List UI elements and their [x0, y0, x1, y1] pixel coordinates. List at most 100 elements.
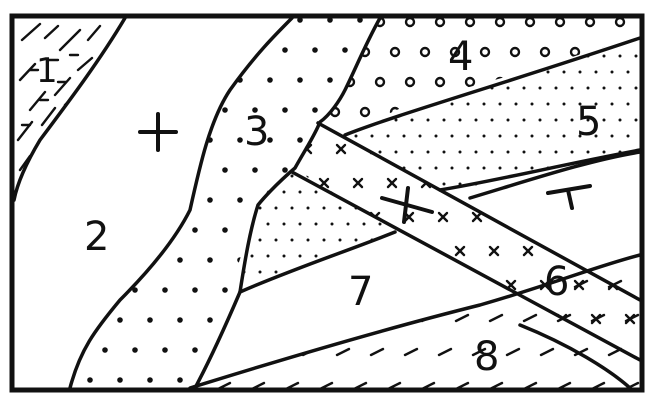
dot-mark [467, 167, 470, 170]
dot-mark [371, 135, 374, 138]
dot-mark [563, 135, 566, 138]
dot-mark [282, 47, 288, 53]
dot-mark [323, 207, 326, 210]
dot-mark [459, 151, 462, 154]
dot-mark [323, 239, 326, 242]
dot-mark [435, 167, 438, 170]
dot-mark [275, 271, 278, 274]
dot-mark [177, 377, 183, 383]
dot-mark [539, 119, 542, 122]
dot-mark [297, 137, 303, 143]
dot-mark [531, 135, 534, 138]
dot-mark [571, 151, 574, 154]
dot-mark [162, 347, 168, 353]
dot-mark [207, 197, 213, 203]
dot-mark [443, 151, 446, 154]
dot-mark [555, 119, 558, 122]
dot-mark [177, 317, 183, 323]
dot-mark [579, 71, 582, 74]
dot-mark [627, 103, 630, 106]
dot-mark [507, 119, 510, 122]
dot-mark [499, 103, 502, 106]
dot-mark [571, 119, 574, 122]
dot-mark [312, 47, 318, 53]
dot-mark [291, 175, 294, 178]
dot-mark [222, 167, 228, 173]
dot-mark [283, 223, 286, 226]
dot-mark [132, 347, 138, 353]
dot-mark [435, 135, 438, 138]
dot-mark [291, 239, 294, 242]
dot-mark [427, 151, 430, 154]
dot-mark [222, 287, 228, 293]
dot-mark [619, 119, 622, 122]
dot-mark [635, 55, 638, 58]
dot-mark [515, 167, 518, 170]
dot-mark [275, 239, 278, 242]
dot-mark [207, 317, 213, 323]
dot-mark [571, 87, 574, 90]
dot-mark [475, 119, 478, 122]
dot-mark [515, 135, 518, 138]
dot-mark [411, 151, 414, 154]
dot-mark [327, 17, 333, 23]
dot-mark [299, 255, 302, 258]
dot-mark [102, 347, 108, 353]
dot-mark [315, 255, 318, 258]
dot-mark [237, 137, 243, 143]
dot-mark [331, 223, 334, 226]
dot-mark [387, 135, 390, 138]
dot-mark [307, 239, 310, 242]
dot-mark [222, 227, 228, 233]
dot-mark [395, 151, 398, 154]
dot-mark [299, 191, 302, 194]
label-unit-2: 2 [84, 214, 109, 260]
dot-mark [312, 107, 318, 113]
dot-mark [587, 87, 590, 90]
dot-mark [379, 151, 382, 154]
dot-mark [259, 239, 262, 242]
dot-mark [555, 87, 558, 90]
dot-mark [531, 167, 534, 170]
dot-mark [547, 135, 550, 138]
dot-mark [307, 207, 310, 210]
dot-mark [411, 119, 414, 122]
dot-mark [499, 135, 502, 138]
dot-mark [283, 255, 286, 258]
dot-mark [483, 167, 486, 170]
dot-mark [611, 71, 614, 74]
dot-mark [451, 103, 454, 106]
dot-mark [427, 119, 430, 122]
dot-mark [523, 151, 526, 154]
dot-mark [403, 135, 406, 138]
label-unit-1: 1 [36, 51, 58, 91]
dot-mark [297, 17, 303, 23]
dot-mark [192, 227, 198, 233]
dot-mark [491, 119, 494, 122]
dot-mark [499, 167, 502, 170]
dot-mark [443, 183, 446, 186]
dot-mark [451, 135, 454, 138]
label-unit-3: 3 [244, 109, 269, 155]
dot-mark [222, 107, 228, 113]
label-unit-5: 5 [576, 99, 601, 145]
dot-mark [483, 135, 486, 138]
dot-mark [147, 377, 153, 383]
dot-mark [467, 135, 470, 138]
dot-mark [327, 77, 333, 83]
dot-mark [635, 119, 638, 122]
dot-mark [619, 55, 622, 58]
dot-mark [619, 87, 622, 90]
dot-mark [603, 151, 606, 154]
dot-mark [507, 87, 510, 90]
dot-mark [347, 223, 350, 226]
dot-mark [117, 377, 123, 383]
dot-mark [315, 191, 318, 194]
dot-mark [451, 167, 454, 170]
dot-mark [283, 191, 286, 194]
dot-mark [252, 167, 258, 173]
dot-mark [539, 151, 542, 154]
dot-mark [443, 119, 446, 122]
dot-mark [419, 135, 422, 138]
